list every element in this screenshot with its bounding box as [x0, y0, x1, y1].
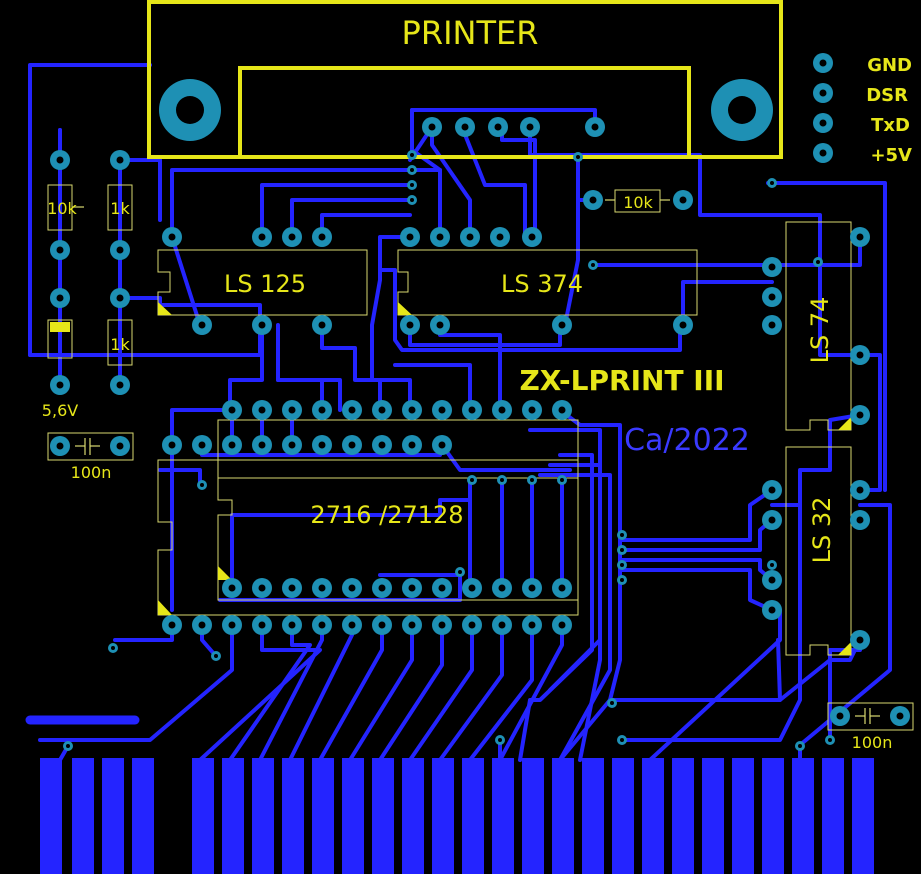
diode-band: [50, 322, 70, 332]
ic-ls374-label: LS 374: [501, 270, 583, 298]
diode-outline: [47, 319, 73, 359]
ic-ls374-outline: [397, 249, 698, 316]
r4-outline: [614, 189, 661, 213]
eprom-label: 2716 /27128: [310, 501, 463, 529]
printer-connector: [147, 0, 783, 159]
ic-ls32-label: LS 32: [808, 497, 836, 564]
header-label-dsr: DSR: [866, 85, 908, 106]
r2-outline: [107, 184, 133, 231]
resistor-r4-label: 10k: [623, 193, 653, 212]
header-label-txd: TxD: [871, 115, 910, 136]
silkscreen-marks: [72, 199, 880, 724]
header-label-gnd: GND: [867, 55, 912, 76]
resistor-r1-label: 10k: [47, 199, 77, 218]
ic-ls74-outline: [785, 221, 852, 431]
cap2-label: 100n: [852, 733, 893, 752]
ic-ls125-outline: [157, 249, 368, 316]
r3-outline: [107, 319, 133, 366]
ic-ls125-label: LS 125: [224, 270, 306, 298]
board-name: ZX-LPRINT III: [519, 364, 724, 397]
edge-connector: [40, 758, 874, 874]
resistor-r3-label: 1k: [110, 335, 130, 354]
pin1-markers: [158, 302, 851, 655]
header-label-5v: +5V: [870, 145, 912, 166]
cap1-label: 100n: [71, 463, 112, 482]
ic-ls74-label: LS 74: [806, 297, 834, 364]
resistor-r2-label: 1k: [110, 199, 130, 218]
board-copyright: Ca/2022: [624, 423, 750, 458]
cap2-outline: [827, 702, 914, 731]
drill-holes: [56, 59, 904, 748]
diode-label: 5,6V: [42, 401, 78, 420]
connector-title: PRINTER: [402, 14, 539, 52]
cap1-outline: [47, 432, 134, 461]
